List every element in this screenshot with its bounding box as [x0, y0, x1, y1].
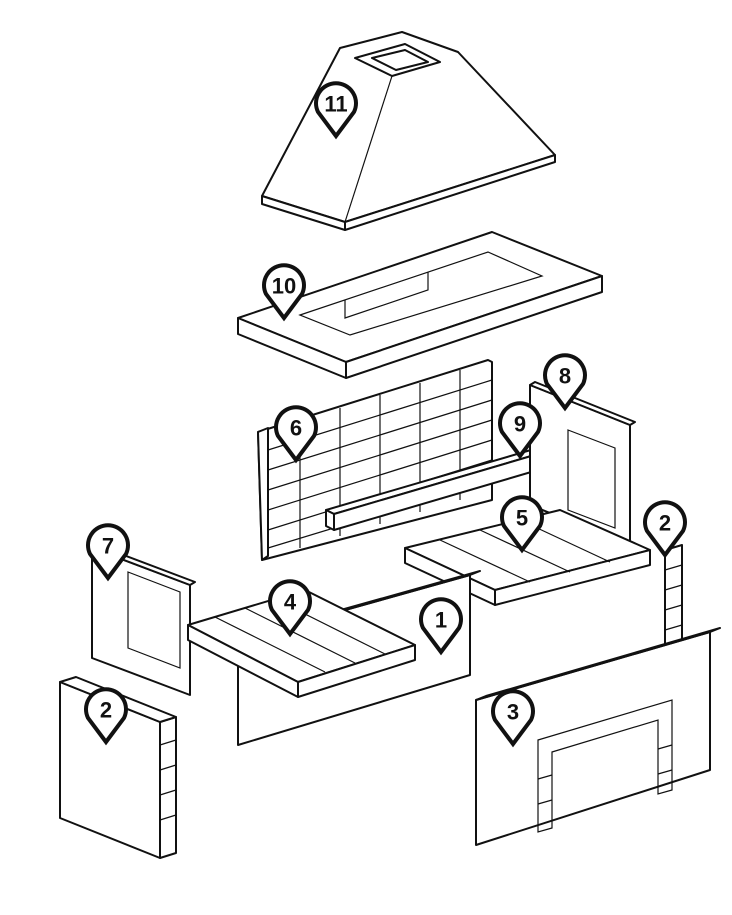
part-chimney-hood: [261, 31, 556, 231]
marker-3-label: 3: [507, 700, 519, 725]
marker-4: 4: [268, 579, 312, 638]
marker-4-label: 4: [284, 590, 297, 615]
part-top-frame: [237, 231, 603, 379]
part-back-wall: [257, 359, 493, 561]
marker-6-label: 6: [290, 416, 302, 441]
marker-11: 11: [314, 81, 358, 140]
marker-1-label: 1: [435, 608, 447, 633]
part-front-panel: [475, 627, 721, 846]
marker-2-right: 2: [643, 500, 687, 559]
marker-5-label: 5: [516, 506, 528, 531]
marker-7-label: 7: [102, 534, 114, 559]
marker-10: 10: [262, 263, 306, 322]
marker-8: 8: [543, 353, 587, 412]
marker-11-label: 11: [324, 92, 347, 117]
marker-6: 6: [274, 405, 318, 464]
marker-9: 9: [498, 401, 542, 460]
marker-3: 3: [491, 689, 535, 748]
marker-9-label: 9: [514, 412, 526, 437]
marker-2-left-label: 2: [100, 698, 112, 723]
part-left-floor: [187, 589, 416, 698]
marker-2-left: 2: [84, 687, 128, 746]
part-right-pillar: [664, 544, 683, 646]
marker-10-label: 10: [272, 274, 296, 299]
part-right-side-panel: [529, 381, 636, 546]
marker-5: 5: [500, 495, 544, 554]
marker-2-right-label: 2: [659, 511, 671, 536]
marker-1: 1: [419, 597, 463, 656]
marker-8-label: 8: [559, 364, 571, 389]
marker-7: 7: [86, 523, 130, 582]
